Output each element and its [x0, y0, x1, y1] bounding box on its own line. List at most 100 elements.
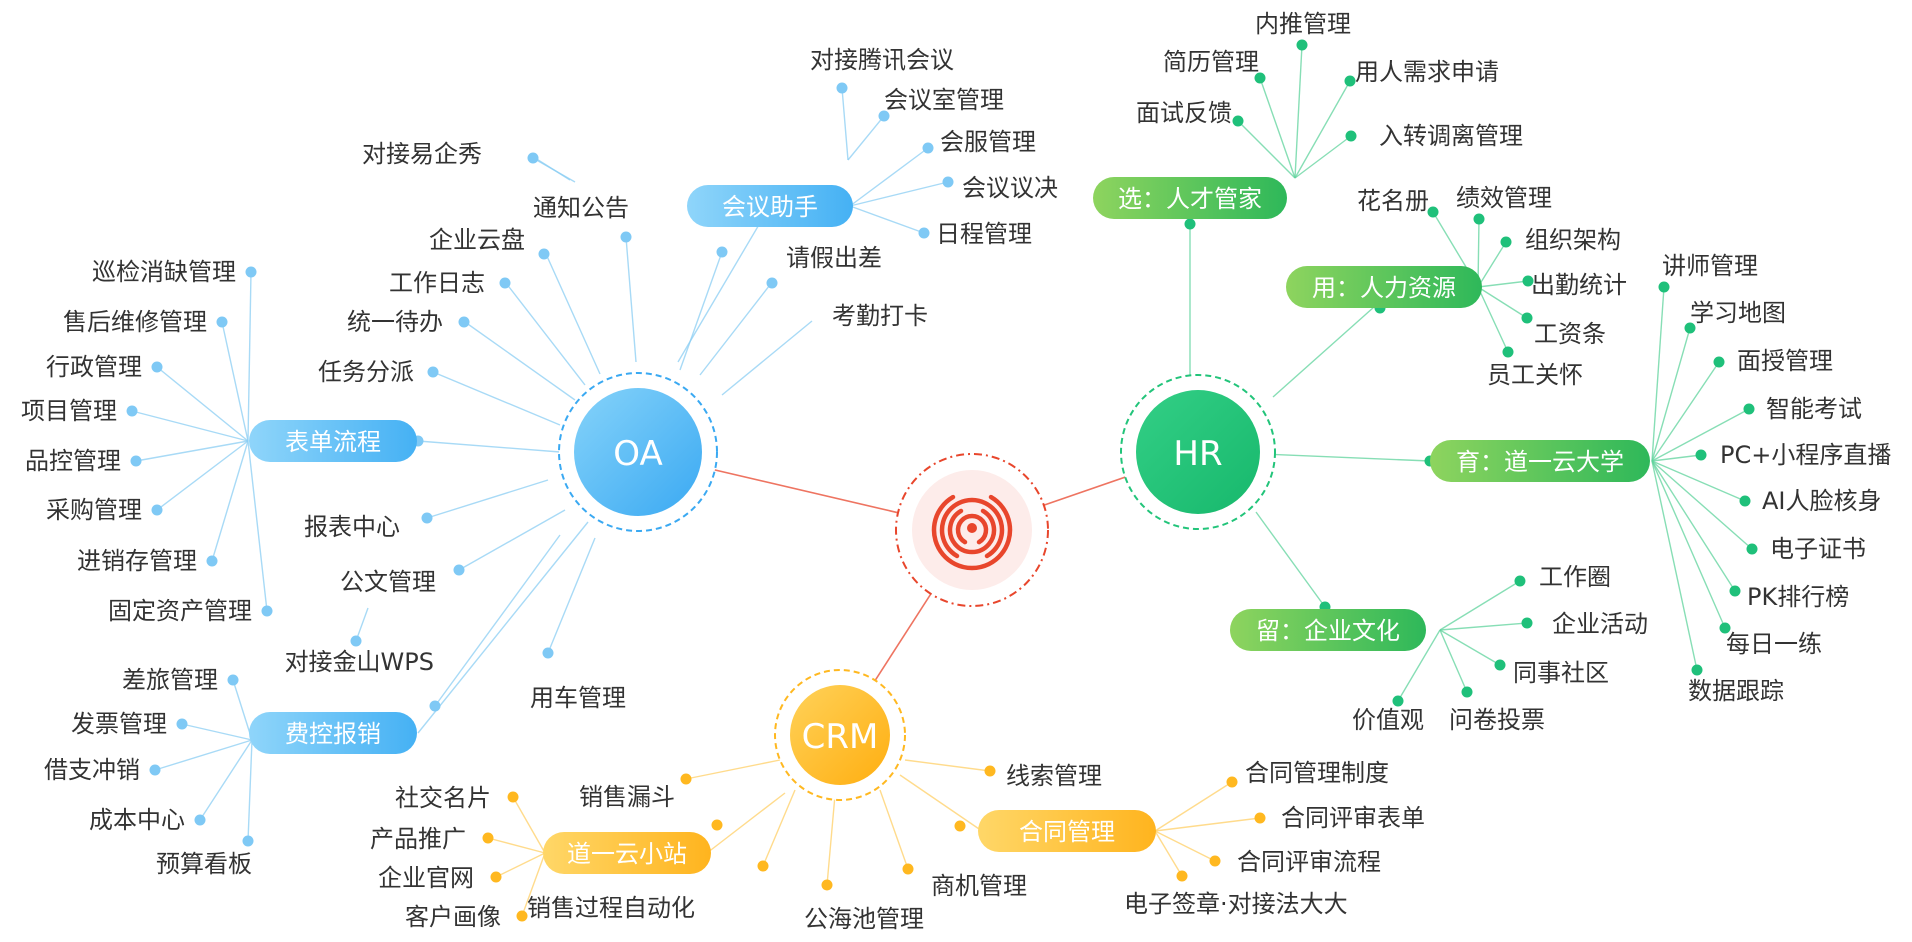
connector-dot	[836, 82, 848, 94]
connector-line	[1651, 408, 1750, 462]
oa-form-item: 品控管理	[25, 447, 121, 475]
oa-form-item: 巡检消缺管理	[92, 258, 236, 286]
connector-line	[1294, 80, 1351, 179]
connector-line	[512, 796, 546, 854]
pill-hr-grow-label: 育：道一云大学	[1456, 448, 1624, 476]
connector-dot	[766, 277, 778, 289]
connector-dot	[507, 791, 519, 803]
pill-crm-contract-shape	[978, 810, 1156, 852]
connector-line	[495, 852, 546, 878]
connector-dot	[1345, 130, 1357, 142]
connector-dot	[1500, 236, 1512, 248]
pill-hr-select-shape	[1093, 177, 1287, 219]
connector-dot	[954, 820, 966, 832]
connector-dot	[1176, 870, 1188, 882]
connector-dot	[1719, 622, 1731, 634]
connector-line	[211, 440, 249, 562]
pill-hr-keep-label: 留：企业文化	[1256, 617, 1400, 645]
crm-station-item: 客户画像	[405, 903, 501, 931]
connector-line	[545, 253, 601, 375]
connector-line	[685, 759, 781, 780]
hr-grow-item: 学习地图	[1690, 299, 1786, 327]
oa-form-item: 采购管理	[46, 496, 142, 524]
crm-contract-item: 合同管理制度	[1245, 759, 1389, 787]
oa-meeting-item: 对接腾讯会议	[810, 46, 954, 74]
connector-line	[841, 87, 849, 161]
oa-meeting-item: 会议室管理	[884, 86, 1004, 114]
hr-grow-item: 讲师管理	[1662, 252, 1758, 280]
connector-dot	[194, 814, 206, 826]
hr-grow-item: 电子证书	[1770, 535, 1866, 563]
crm-item-label: 销售过程自动化	[527, 894, 695, 922]
connector-line	[1255, 511, 1326, 608]
oa-item-label: 报表中心	[304, 513, 400, 541]
logo-maze-ring	[939, 497, 1005, 559]
connector-dot	[1392, 695, 1404, 707]
connector-line	[156, 440, 249, 511]
connector-dot	[1713, 356, 1725, 368]
connector-dot	[1461, 686, 1473, 698]
pill-oa-meeting-label: 会议助手	[722, 193, 818, 221]
oa-item-label: 用车管理	[530, 684, 626, 712]
pill-oa-form-shape	[249, 420, 417, 462]
connector-line	[417, 521, 589, 734]
connector-dot	[516, 910, 528, 922]
connector-line	[1477, 286, 1509, 353]
crm-contract-item: 电子签章·对接法大大	[1124, 890, 1348, 918]
hr-select-item: 内推管理	[1255, 10, 1351, 38]
connector-dot	[1226, 776, 1238, 788]
oa-item-label: 统一待办	[347, 308, 443, 336]
connector-dot	[680, 773, 692, 785]
connector-line	[154, 739, 253, 771]
connector-line	[625, 236, 637, 363]
logo-maze-ring	[947, 508, 997, 555]
connector-line	[156, 366, 249, 442]
connector-dot	[821, 879, 833, 891]
connector-line	[721, 320, 813, 396]
pill-oa-expense: 费控报销	[249, 712, 417, 754]
connector-dot	[245, 266, 257, 278]
connector-line	[1294, 44, 1303, 179]
connector-dot	[1521, 617, 1533, 629]
connector-dot	[918, 227, 930, 239]
pill-oa-expense-shape	[249, 712, 417, 754]
oa-form-item: 固定资产管理	[108, 597, 252, 625]
pill-hr-use-label: 用：人力资源	[1312, 274, 1456, 302]
connector-lines	[131, 44, 1753, 917]
connector-line	[487, 837, 546, 854]
connector-line	[417, 440, 561, 453]
hr-use-item: 绩效管理	[1456, 184, 1552, 212]
connector-dot	[151, 361, 163, 373]
pill-hr-use-shape	[1286, 266, 1482, 308]
connector-dot	[1743, 403, 1755, 415]
connector-line	[1651, 460, 1736, 592]
oa-form-item: 项目管理	[21, 397, 117, 425]
connector-dot	[542, 647, 554, 659]
connector-dot	[1494, 659, 1506, 671]
connector-dot	[711, 819, 723, 831]
logo-maze-core	[967, 523, 977, 533]
oa-item-label: 通知公告	[533, 194, 629, 222]
oa-expense-item: 借支冲销	[44, 756, 140, 784]
connector-line	[547, 537, 596, 654]
hub-oa-circle	[574, 388, 702, 516]
crm-station-item: 企业官网	[378, 864, 474, 892]
connector-dot	[757, 860, 769, 872]
connector-line	[464, 321, 576, 401]
connector-line	[505, 282, 586, 386]
oa-form-item: 进销存管理	[77, 547, 197, 575]
hr-grow-item: 智能考试	[1766, 395, 1862, 423]
connector-dot	[527, 152, 539, 164]
connector-line	[1259, 77, 1296, 179]
connector-line	[1651, 460, 1746, 502]
oa-expense-item: 发票管理	[71, 710, 167, 738]
connector-dot	[1522, 275, 1534, 287]
pill-hr-select: 选：人才管家	[1093, 177, 1287, 219]
oa-item-label: 请假出差	[786, 244, 882, 272]
hr-use-item: 员工关怀	[1487, 361, 1583, 389]
connector-line	[879, 789, 909, 870]
connector-dot	[261, 605, 273, 617]
connector-line	[432, 371, 561, 426]
mindmap-nodes: 会议助手表单流程费控报销OA选：人才管家用：人力资源育：道一云大学留：企业文化H…	[249, 177, 1650, 874]
